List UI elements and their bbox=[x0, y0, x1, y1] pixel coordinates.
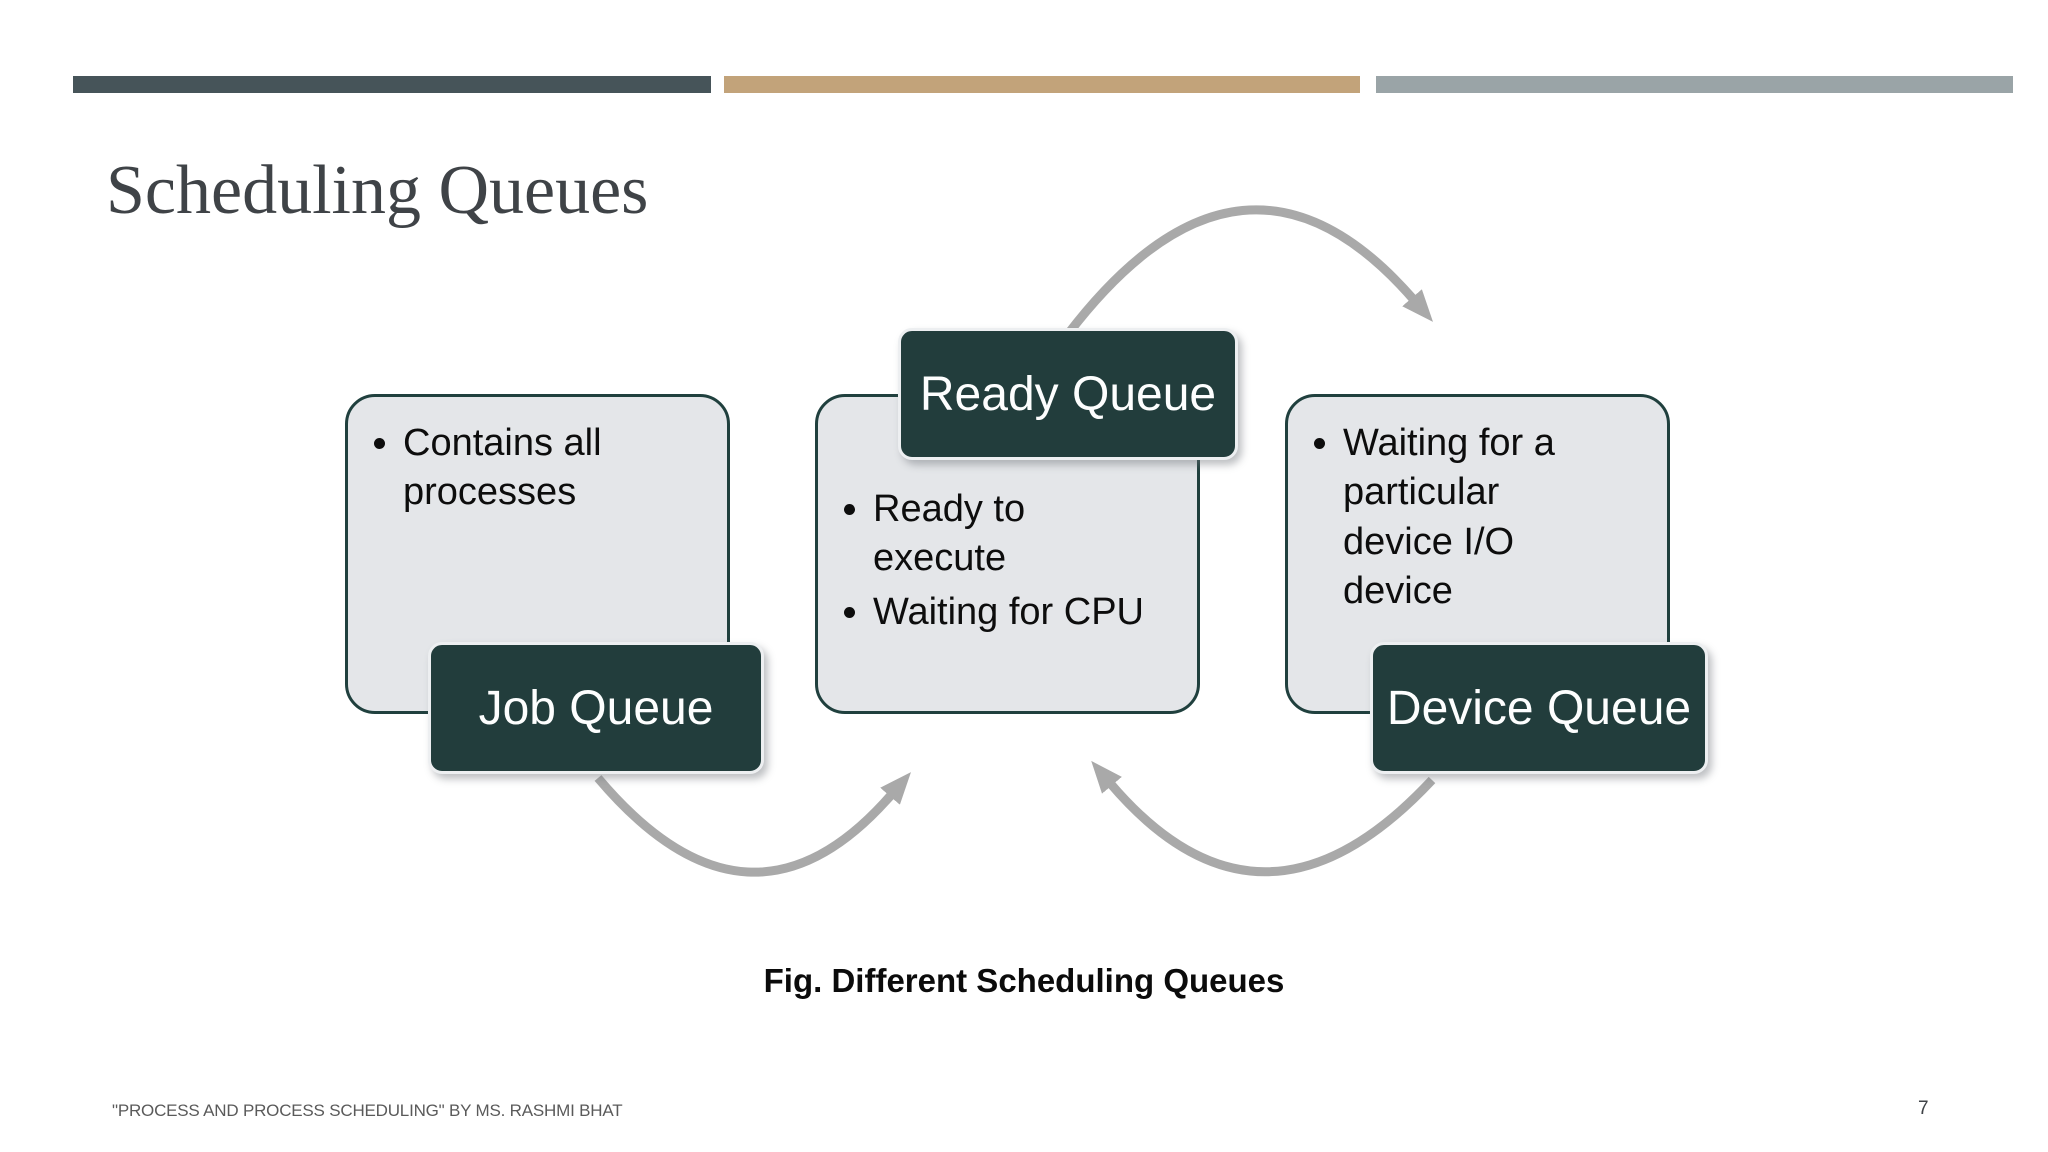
bullet-item: Contains all processes bbox=[403, 419, 653, 518]
device-to-ready-arrow bbox=[1091, 760, 1436, 877]
top-stripe-dark bbox=[73, 76, 711, 93]
device-queue-label: Device Queue bbox=[1370, 642, 1708, 774]
job-queue-bullet-list: Contains all processes bbox=[348, 397, 653, 518]
figure-caption: Fig. Different Scheduling Queues bbox=[763, 962, 1285, 999]
top-stripe-gray bbox=[1376, 76, 2013, 93]
page-title: Scheduling Queues bbox=[106, 152, 649, 229]
footer-text: "PROCESS AND PROCESS SCHEDULING" BY MS. … bbox=[112, 1101, 623, 1120]
top-stripe-tan bbox=[724, 76, 1360, 93]
page-number: 7 bbox=[1918, 1098, 1929, 1119]
ready-to-device-arrow bbox=[1064, 205, 1434, 337]
bullet-item: Waiting for CPU bbox=[873, 588, 1158, 637]
job-to-ready-arrow bbox=[594, 772, 911, 877]
bullet-item: Waiting for a particular device I/O devi… bbox=[1343, 419, 1593, 617]
bullet-item: Ready to execute bbox=[873, 485, 1158, 584]
ready-queue-bullet-list: Ready to execute Waiting for CPU bbox=[818, 397, 1158, 637]
ready-queue-label: Ready Queue bbox=[898, 328, 1238, 460]
job-queue-label: Job Queue bbox=[428, 642, 764, 774]
device-queue-bullet-list: Waiting for a particular device I/O devi… bbox=[1288, 397, 1593, 617]
